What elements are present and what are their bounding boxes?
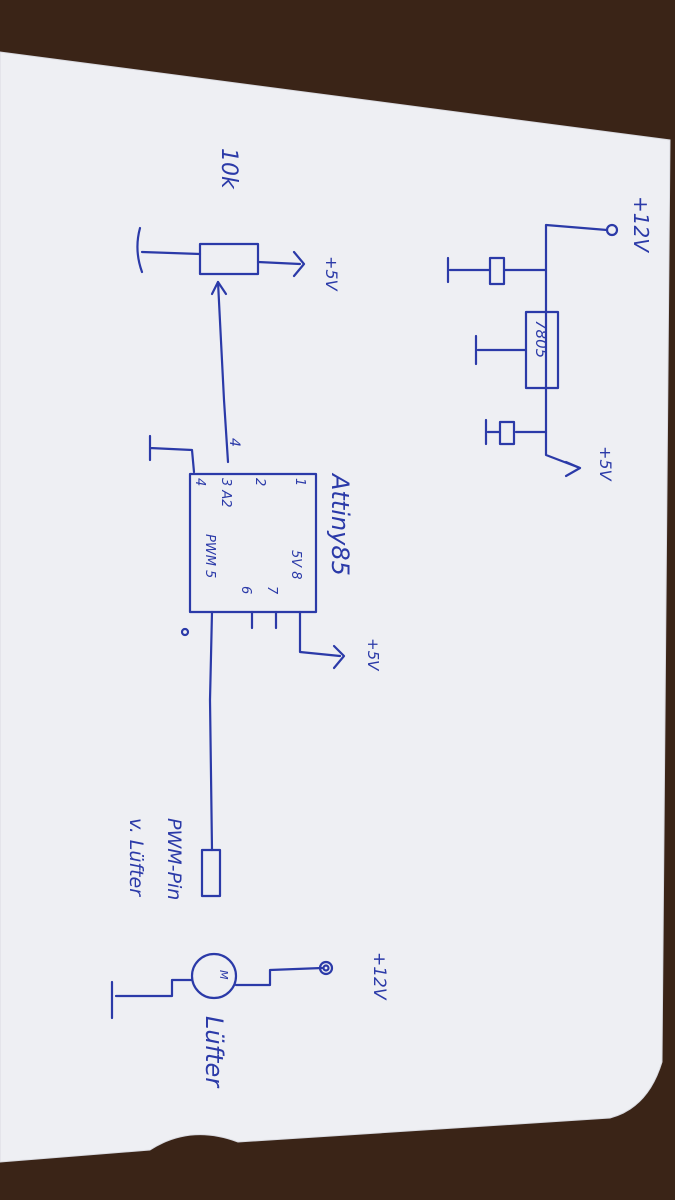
paper-sheet — [0, 51, 671, 1163]
pwm-pin-connector — [200, 848, 222, 898]
arrow-5v-reg — [564, 460, 582, 478]
label-v-luefter: v. Lüfter — [125, 818, 147, 897]
label-5v-chip: +5V — [364, 638, 382, 672]
label-luefter: Lüfter — [200, 1016, 228, 1089]
fan-motor — [190, 952, 238, 1000]
potentiometer-10k — [198, 242, 260, 276]
label-5v-pot: +5V — [322, 256, 341, 292]
potentiometer-section — [136, 226, 306, 474]
pot-wiper — [216, 280, 230, 464]
label-12v-fan: +12V — [369, 952, 389, 1001]
pin-1-dot — [180, 627, 190, 637]
label-attiny85: Attiny85 — [326, 472, 354, 576]
label-pin-1: 1 — [292, 478, 307, 486]
label-pin-6: 6 — [238, 586, 253, 594]
arrow-5v-chip — [332, 644, 346, 670]
label-pin-8: 5V 8 — [288, 550, 303, 580]
pin-8-wire — [298, 610, 342, 658]
regulator-section — [446, 223, 619, 478]
cap-2-ground — [484, 418, 502, 446]
label-pin-2: 2 — [252, 478, 267, 486]
attiny85-section — [180, 472, 346, 852]
label-7805: 7805 — [532, 320, 550, 358]
pot-ground — [136, 226, 202, 274]
pin4-ground — [148, 434, 196, 474]
label-pin-5: PWM 5 — [202, 534, 217, 578]
pot-to-5v — [256, 260, 302, 266]
label-pin-4-ext: 4 — [226, 438, 242, 447]
label-12v-top: +12V — [629, 196, 653, 253]
wire-12v-main — [544, 223, 609, 470]
label-pin-3: 3 A2 — [218, 478, 233, 508]
label-pin-7: 7 — [264, 586, 279, 595]
fan-12v-terminal-inner — [322, 964, 330, 972]
cap-1-ground — [446, 256, 492, 284]
arrow-5v-pot — [292, 250, 306, 278]
label-pin-4: 4 — [192, 478, 207, 486]
label-5v-reg: +5V — [596, 446, 615, 482]
wiper-arrow — [210, 280, 228, 296]
fan-12v-wire — [234, 966, 324, 987]
reg-ground — [474, 334, 528, 366]
pin-5-wire — [208, 610, 214, 852]
label-10k: 10k — [216, 148, 241, 190]
label-pwm-pin: PWM-Pin — [163, 818, 185, 900]
fan-12v-terminal — [318, 960, 334, 976]
label-fan-m: M — [217, 970, 230, 980]
fan-ground — [110, 978, 194, 1020]
fan-section — [110, 848, 334, 1020]
